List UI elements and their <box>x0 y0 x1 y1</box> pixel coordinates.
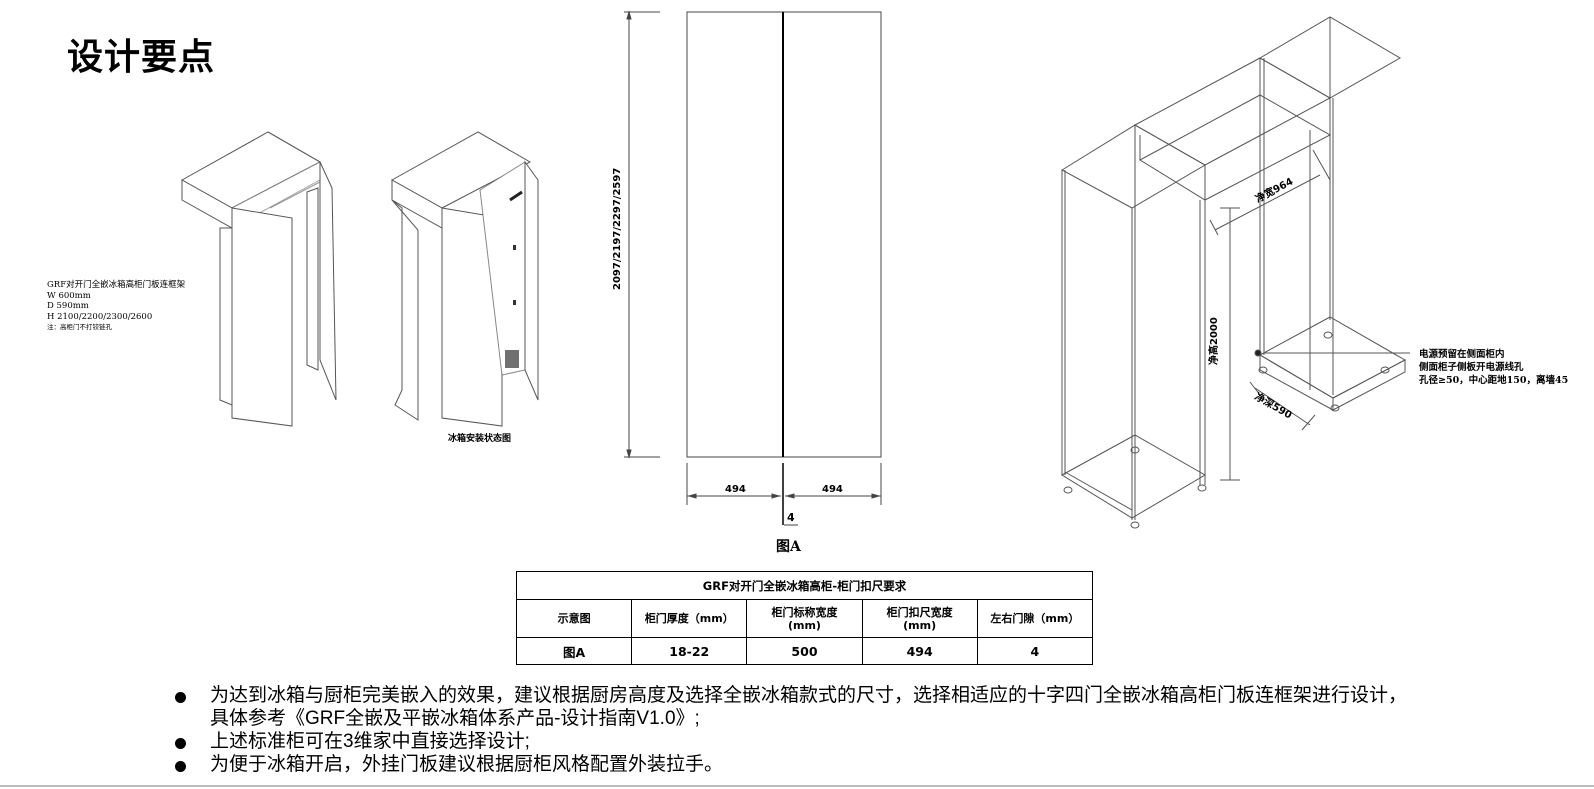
design-notes-list: 为达到冰箱与厨柜完美嵌入的效果，建议根据厨房高度及选择全嵌冰箱款式的尺寸，选择相… <box>172 684 1407 776</box>
bottom-divider <box>0 785 1594 787</box>
door-size-requirements-table: GRF对开门全嵌冰箱高柜-柜门扣尺要求 示意图 柜门厚度（mm） 柜门标称宽度(… <box>515 571 1094 665</box>
header-nominal-width: 柜门标称宽度(mm) <box>746 599 863 638</box>
height-dimension-label: 2097/2197/2297/2597 <box>612 167 623 290</box>
right-door-width-label: 494 <box>822 484 843 495</box>
header-cut-width: 柜门扣尺宽度(mm) <box>861 599 978 638</box>
header-diagram: 示意图 <box>515 599 633 638</box>
cabinet-frame-wireframe <box>1061 16 1410 529</box>
spec-line: H 2100/2200/2300/2600 <box>47 311 153 322</box>
left-door-width-label: 494 <box>725 484 746 495</box>
cell-nominal-width: 500 <box>746 637 863 665</box>
cabinet-isometric-drawings <box>180 131 539 427</box>
spec-line: GRF对开门全嵌冰箱高柜门板连框架 <box>47 280 186 290</box>
door-gap-label: 4 <box>787 511 795 524</box>
page-title: 设计要点 <box>67 37 216 78</box>
bullet-icon <box>175 692 186 703</box>
fridge-install-caption: 冰箱安装状态图 <box>448 434 512 444</box>
cell-thickness: 18-22 <box>631 637 748 665</box>
cell-diagram: 图A <box>515 637 633 665</box>
callout-line: 孔径≥50，中心距地150，离墙45 <box>1419 375 1569 386</box>
list-item: 为达到冰箱与厨柜完美嵌入的效果，建议根据厨房高度及选择全嵌冰箱款式的尺寸，选择相… <box>172 684 1407 730</box>
figure-a-elevation <box>624 10 882 526</box>
cabinet-spec: GRF对开门全嵌冰箱高柜门板连框架 W 600mm D 590mm H 2100… <box>47 280 185 333</box>
list-item: 上述标准柜可在3维家中直接选择设计; <box>172 730 1407 753</box>
table-title: GRF对开门全嵌冰箱高柜-柜门扣尺要求 <box>516 571 1093 600</box>
figure-a-caption: 图A <box>776 539 801 555</box>
spec-line: D 590mm <box>47 301 89 311</box>
list-item: 为便于冰箱开启，外挂门板建议根据厨柜风格配置外装拉手。 <box>172 753 1407 776</box>
bullet-icon <box>175 738 186 749</box>
power-outlet-callout: 电源预留在侧面柜内 侧面柜子侧板开电源线孔 孔径≥50，中心距地150，离墙45 <box>1419 348 1568 387</box>
table-row: 图A 18-22 500 494 4 <box>515 637 1094 665</box>
header-door-gap: 左右门隙（mm） <box>976 599 1094 638</box>
bullet-icon <box>175 761 186 772</box>
table-header-row: 示意图 柜门厚度（mm） 柜门标称宽度(mm) 柜门扣尺宽度(mm) 左右门隙（… <box>515 599 1094 638</box>
cell-cut-width: 494 <box>861 637 978 665</box>
callout-line: 侧面柜子侧板开电源线孔 <box>1419 362 1524 373</box>
spec-note: 注：高柜门不打铰链孔 <box>47 323 112 331</box>
callout-line: 电源预留在侧面柜内 <box>1419 349 1505 360</box>
spec-line: W 600mm <box>47 290 91 301</box>
net-height-label: 净高2000 <box>1209 317 1220 365</box>
header-door-thickness: 柜门厚度（mm） <box>631 599 748 638</box>
cell-door-gap: 4 <box>976 637 1094 665</box>
